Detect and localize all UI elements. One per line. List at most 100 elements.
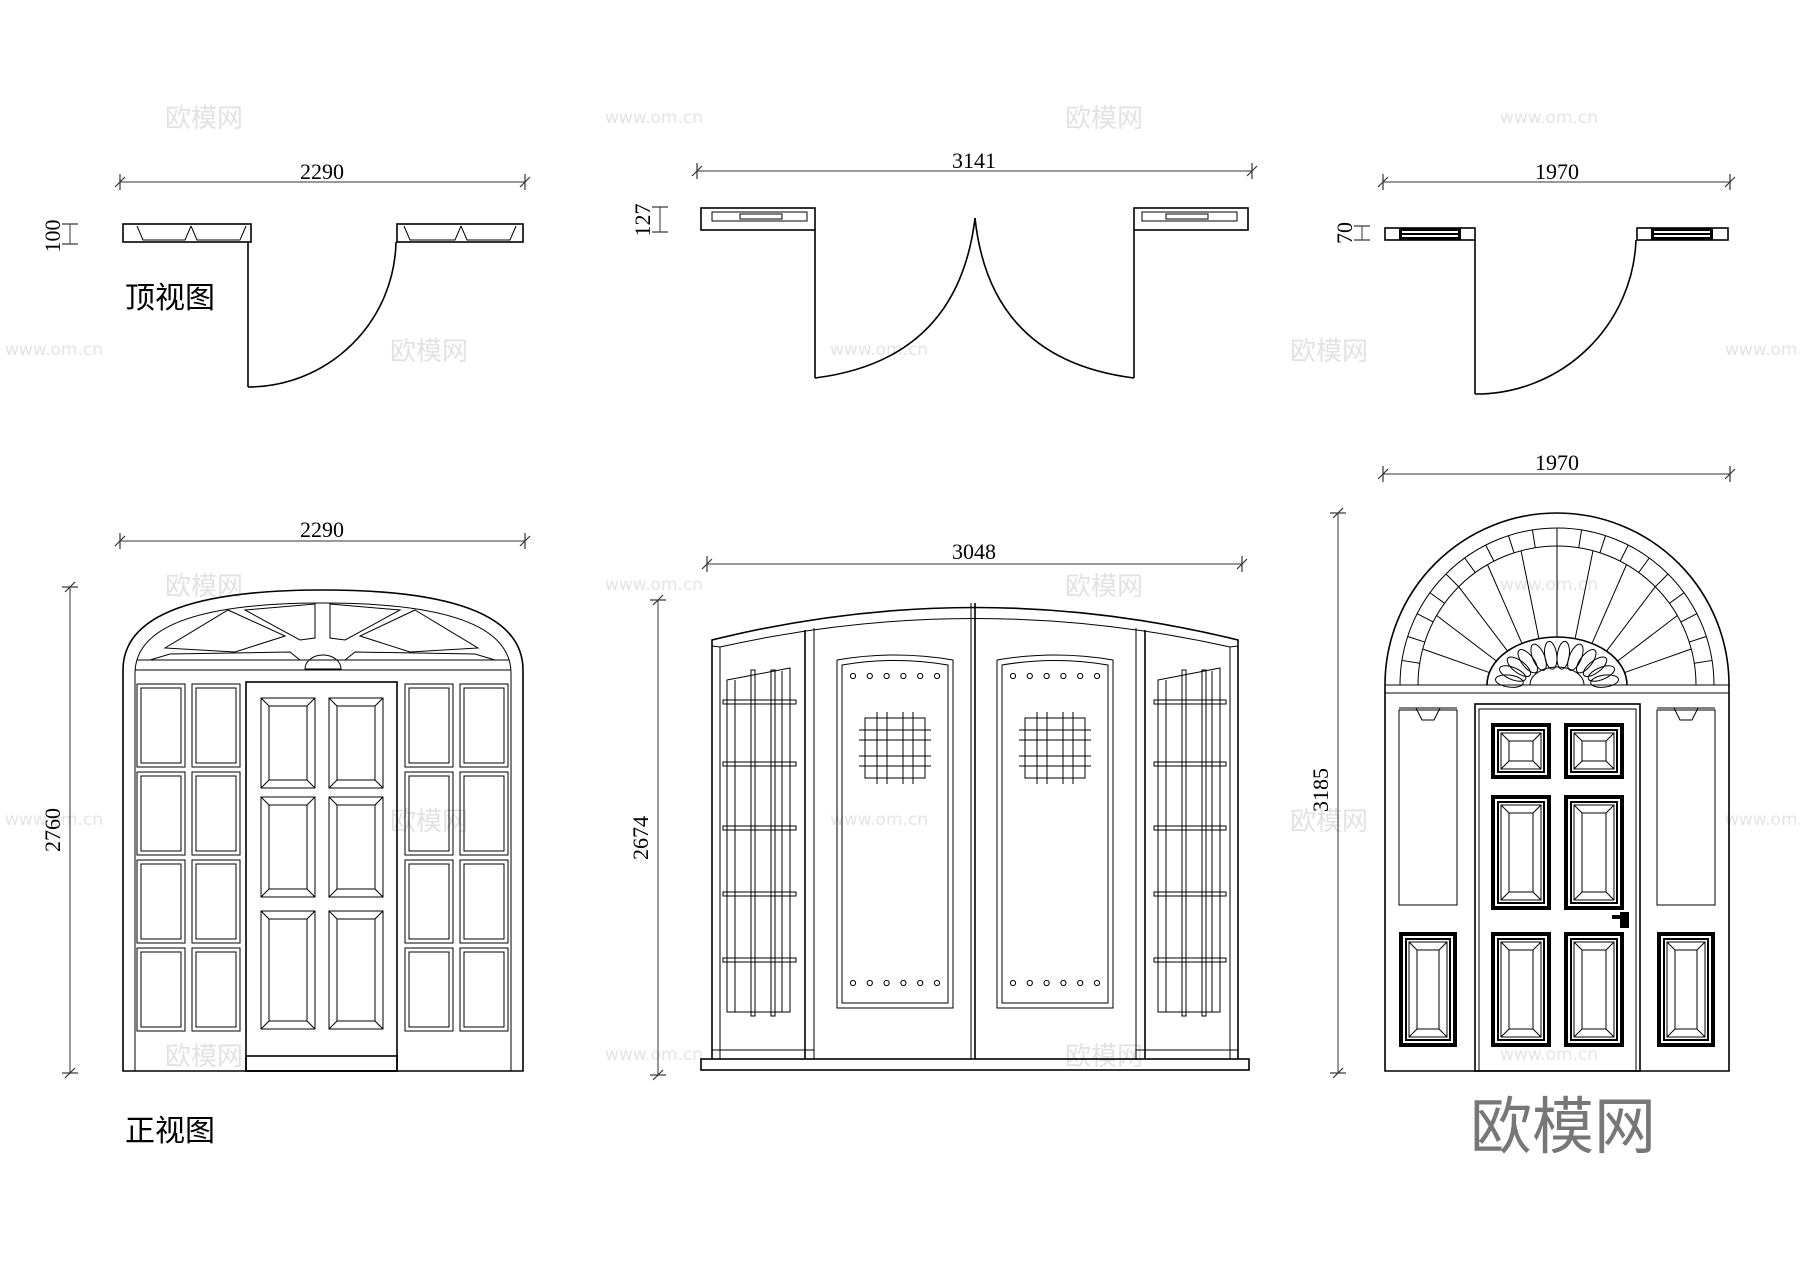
glass-pane xyxy=(191,683,241,768)
window-bar xyxy=(750,669,756,1017)
arch-tile-joint xyxy=(1416,613,1434,623)
dim-front-left-width: 2290 xyxy=(300,517,344,542)
window-bar xyxy=(722,699,797,705)
door-panel-low-raised-bevel xyxy=(1500,1028,1510,1038)
top-view-right-door: 1970 70 xyxy=(1332,159,1736,395)
glass-pane-inner xyxy=(195,951,237,1028)
door-panel-bevel xyxy=(328,910,338,920)
door-panel-bevel xyxy=(306,1020,316,1030)
generated-details xyxy=(136,528,1715,1047)
glass-pane xyxy=(136,683,186,768)
door-panel-inner xyxy=(336,804,376,890)
door-panel-top-raised-bevel xyxy=(1532,760,1542,770)
door-panel-bevel xyxy=(260,697,270,707)
door-panel-inner xyxy=(336,705,376,781)
watermark-brand: 欧模网 xyxy=(165,1042,243,1072)
dim-top-left-width: 2290 xyxy=(300,159,344,184)
fan-petal xyxy=(1590,674,1619,688)
door-panel-mid-raised-bevel xyxy=(1605,891,1615,901)
arch-tile-joint xyxy=(1599,535,1606,553)
glass-pane xyxy=(404,771,454,856)
leaf-panel xyxy=(836,654,954,1009)
door-panel-inner xyxy=(268,705,308,781)
door-panel xyxy=(328,697,384,789)
door-handle-lever xyxy=(1612,915,1624,919)
dim-top-right-width: 1970 xyxy=(1535,159,1579,184)
window-bar xyxy=(1153,891,1227,897)
side-panel-low-raised-bevel xyxy=(1438,941,1448,951)
brand-logo: 欧模网 xyxy=(1470,1090,1656,1163)
door-panel xyxy=(260,697,316,789)
door-panel-bevel xyxy=(374,1020,384,1030)
side-window xyxy=(726,667,791,1013)
dim-front-left-height: 2760 xyxy=(40,808,65,852)
door-panel-top-raised-bevel xyxy=(1605,732,1615,742)
window-bar xyxy=(1153,761,1227,767)
arch-tile-joint xyxy=(1485,544,1495,562)
arch-tile-joint xyxy=(1401,659,1420,664)
door-panel-mid-field xyxy=(1499,803,1543,902)
glass-pane-inner xyxy=(140,775,182,852)
door-panel-low-raised-bevel xyxy=(1573,941,1583,951)
fan-rib xyxy=(1591,564,1627,644)
rivet xyxy=(900,672,907,680)
watermark-url: www.om.cn xyxy=(605,1045,703,1065)
side-panel-low-raised-inner xyxy=(1416,949,1440,1030)
fan-rib xyxy=(1422,648,1490,674)
arch-tile-joint xyxy=(1689,636,1707,643)
dim-top-right-thickness: 70 xyxy=(1332,222,1357,244)
door-panel-bevel xyxy=(260,779,270,789)
door-panel-bevel xyxy=(306,796,316,806)
window-bar xyxy=(722,957,797,963)
door-panel-bevel xyxy=(374,796,384,806)
glass-pane xyxy=(404,683,454,768)
door-panel-inner xyxy=(268,804,308,890)
rivet xyxy=(917,979,924,987)
fan-rib xyxy=(1606,586,1656,652)
fan-petal xyxy=(1495,674,1524,688)
window-bar xyxy=(722,825,797,831)
door-panel-bevel xyxy=(260,888,270,898)
door-panel-bevel xyxy=(260,796,270,806)
rivet xyxy=(1043,672,1050,680)
glass-pane xyxy=(136,859,186,944)
fan-petal xyxy=(1506,656,1532,677)
fan-rib xyxy=(1617,615,1678,662)
watermark-url: www.om.cn xyxy=(1500,108,1598,128)
rivet xyxy=(1009,672,1017,680)
side-panel-low-raised-bevel xyxy=(1666,1028,1676,1038)
door-panel-low-field xyxy=(1499,940,1543,1039)
side-panel-low-raised-bevel xyxy=(1666,941,1676,951)
dim-front-center-width: 3048 xyxy=(952,539,996,564)
glass-pane xyxy=(136,771,186,856)
fan-petal xyxy=(1544,640,1558,670)
fan-petal xyxy=(1499,665,1527,682)
window-bar xyxy=(1153,957,1227,963)
door-handle xyxy=(1620,912,1629,928)
watermark-brand: 欧模网 xyxy=(1065,1042,1143,1072)
rivet xyxy=(1077,979,1084,987)
arch-tile-joint xyxy=(1619,544,1629,562)
grille-frame xyxy=(1024,717,1086,779)
watermark-url: www.om.cn xyxy=(5,810,103,830)
watermark-url: www.om.cn xyxy=(830,810,928,830)
top-view-label: 顶视图 xyxy=(125,281,215,316)
door-panel-low-raised-bevel xyxy=(1532,1028,1542,1038)
door-panel-bevel xyxy=(328,697,338,707)
door-panel-mid-raised-bevel xyxy=(1605,804,1615,814)
door-panel-bevel xyxy=(306,697,316,707)
door-panel-bevel xyxy=(306,779,316,789)
glass-pane xyxy=(459,683,509,768)
arch-tile-joint xyxy=(1680,613,1698,623)
watermark-brand: 欧模网 xyxy=(1065,572,1143,602)
door-panel-mid-raised-bevel xyxy=(1573,804,1583,814)
fan-petal xyxy=(1556,640,1570,670)
door-panel-bevel xyxy=(306,910,316,920)
watermark-url: www.om.cn xyxy=(830,340,928,360)
rivet xyxy=(1093,979,1101,987)
door-panel-mid-raised-inner xyxy=(1581,812,1607,893)
arch-tile-joint xyxy=(1578,529,1583,548)
rivet xyxy=(849,979,857,987)
watermark-layer: 欧模网 www.om.cn 欧模网 www.om.cn www.om.cn 欧模… xyxy=(5,104,1800,1072)
